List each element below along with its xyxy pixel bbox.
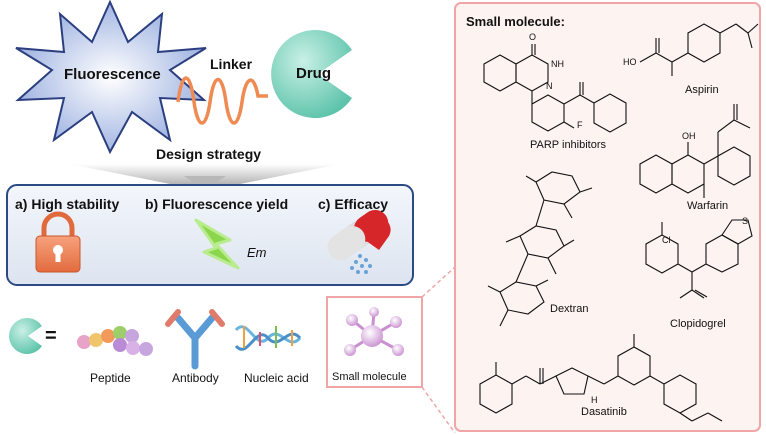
capsule-icon	[327, 209, 391, 274]
warfarin-label: Warfarin	[687, 200, 729, 212]
nucleic-acid-label: Nucleic acid	[244, 371, 309, 385]
fluorescence-star	[15, 0, 207, 155]
drug-pacman	[271, 30, 352, 119]
nucleic-acid-icon	[234, 325, 302, 351]
atom-ho: HO	[623, 57, 637, 67]
strategy-c-label: c) Efficacy	[318, 196, 389, 212]
connector-line-bottom	[421, 386, 456, 434]
parp-label: PARP inhibitors	[530, 139, 607, 151]
clopidogrel-label: Clopidogrel	[670, 318, 726, 330]
warfarin-structure	[639, 104, 751, 198]
antibody-label: Antibody	[172, 371, 219, 385]
equals-sign: =	[45, 325, 57, 347]
parp-structure	[483, 44, 627, 133]
atom-cl: Cl	[662, 235, 671, 245]
molecule-structures	[479, 23, 759, 422]
atom-o: O	[529, 32, 537, 42]
atom-h: H	[591, 395, 598, 405]
antibody-icon	[165, 309, 225, 370]
dextran-structure	[487, 171, 593, 327]
connector-line-top	[421, 266, 456, 298]
small-molecule-panel	[454, 2, 761, 432]
peptide-label: Peptide	[90, 371, 131, 385]
panel-title: Small molecule:	[466, 14, 565, 29]
peptide-icon	[77, 326, 153, 356]
aspirin-label: Aspirin	[685, 84, 719, 96]
strategy-b-label: b) Fluorescence yield	[145, 196, 289, 212]
dextran-label: Dextran	[550, 303, 589, 315]
design-strategy-label: Design strategy	[156, 146, 262, 162]
atom-nh: NH	[551, 59, 564, 69]
atom-f: F	[577, 120, 583, 130]
drug-label: Drug	[296, 65, 331, 82]
small-molecule-label: Small molecule	[332, 371, 407, 383]
aspirin-structure	[639, 23, 759, 76]
lock-icon	[35, 211, 81, 273]
small-molecule-icon	[344, 307, 404, 356]
atom-n: N	[546, 81, 553, 91]
design-strategy-arrow	[70, 164, 340, 190]
linker-label: Linker	[210, 56, 253, 72]
dasatinib-label: Dasatinib	[581, 406, 627, 418]
em-label: Em	[247, 245, 267, 260]
clopidogrel-structure	[645, 219, 753, 299]
atom-oh: OH	[682, 131, 696, 141]
strategy-a-label: a) High stability	[15, 196, 120, 212]
drug-pacman-small	[9, 318, 43, 355]
linker-wave	[176, 76, 268, 125]
atom-s: S	[742, 216, 749, 226]
dasatinib-structure	[479, 334, 723, 422]
fluorescence-label: Fluorescence	[64, 66, 161, 83]
lightning-icon	[194, 218, 240, 270]
